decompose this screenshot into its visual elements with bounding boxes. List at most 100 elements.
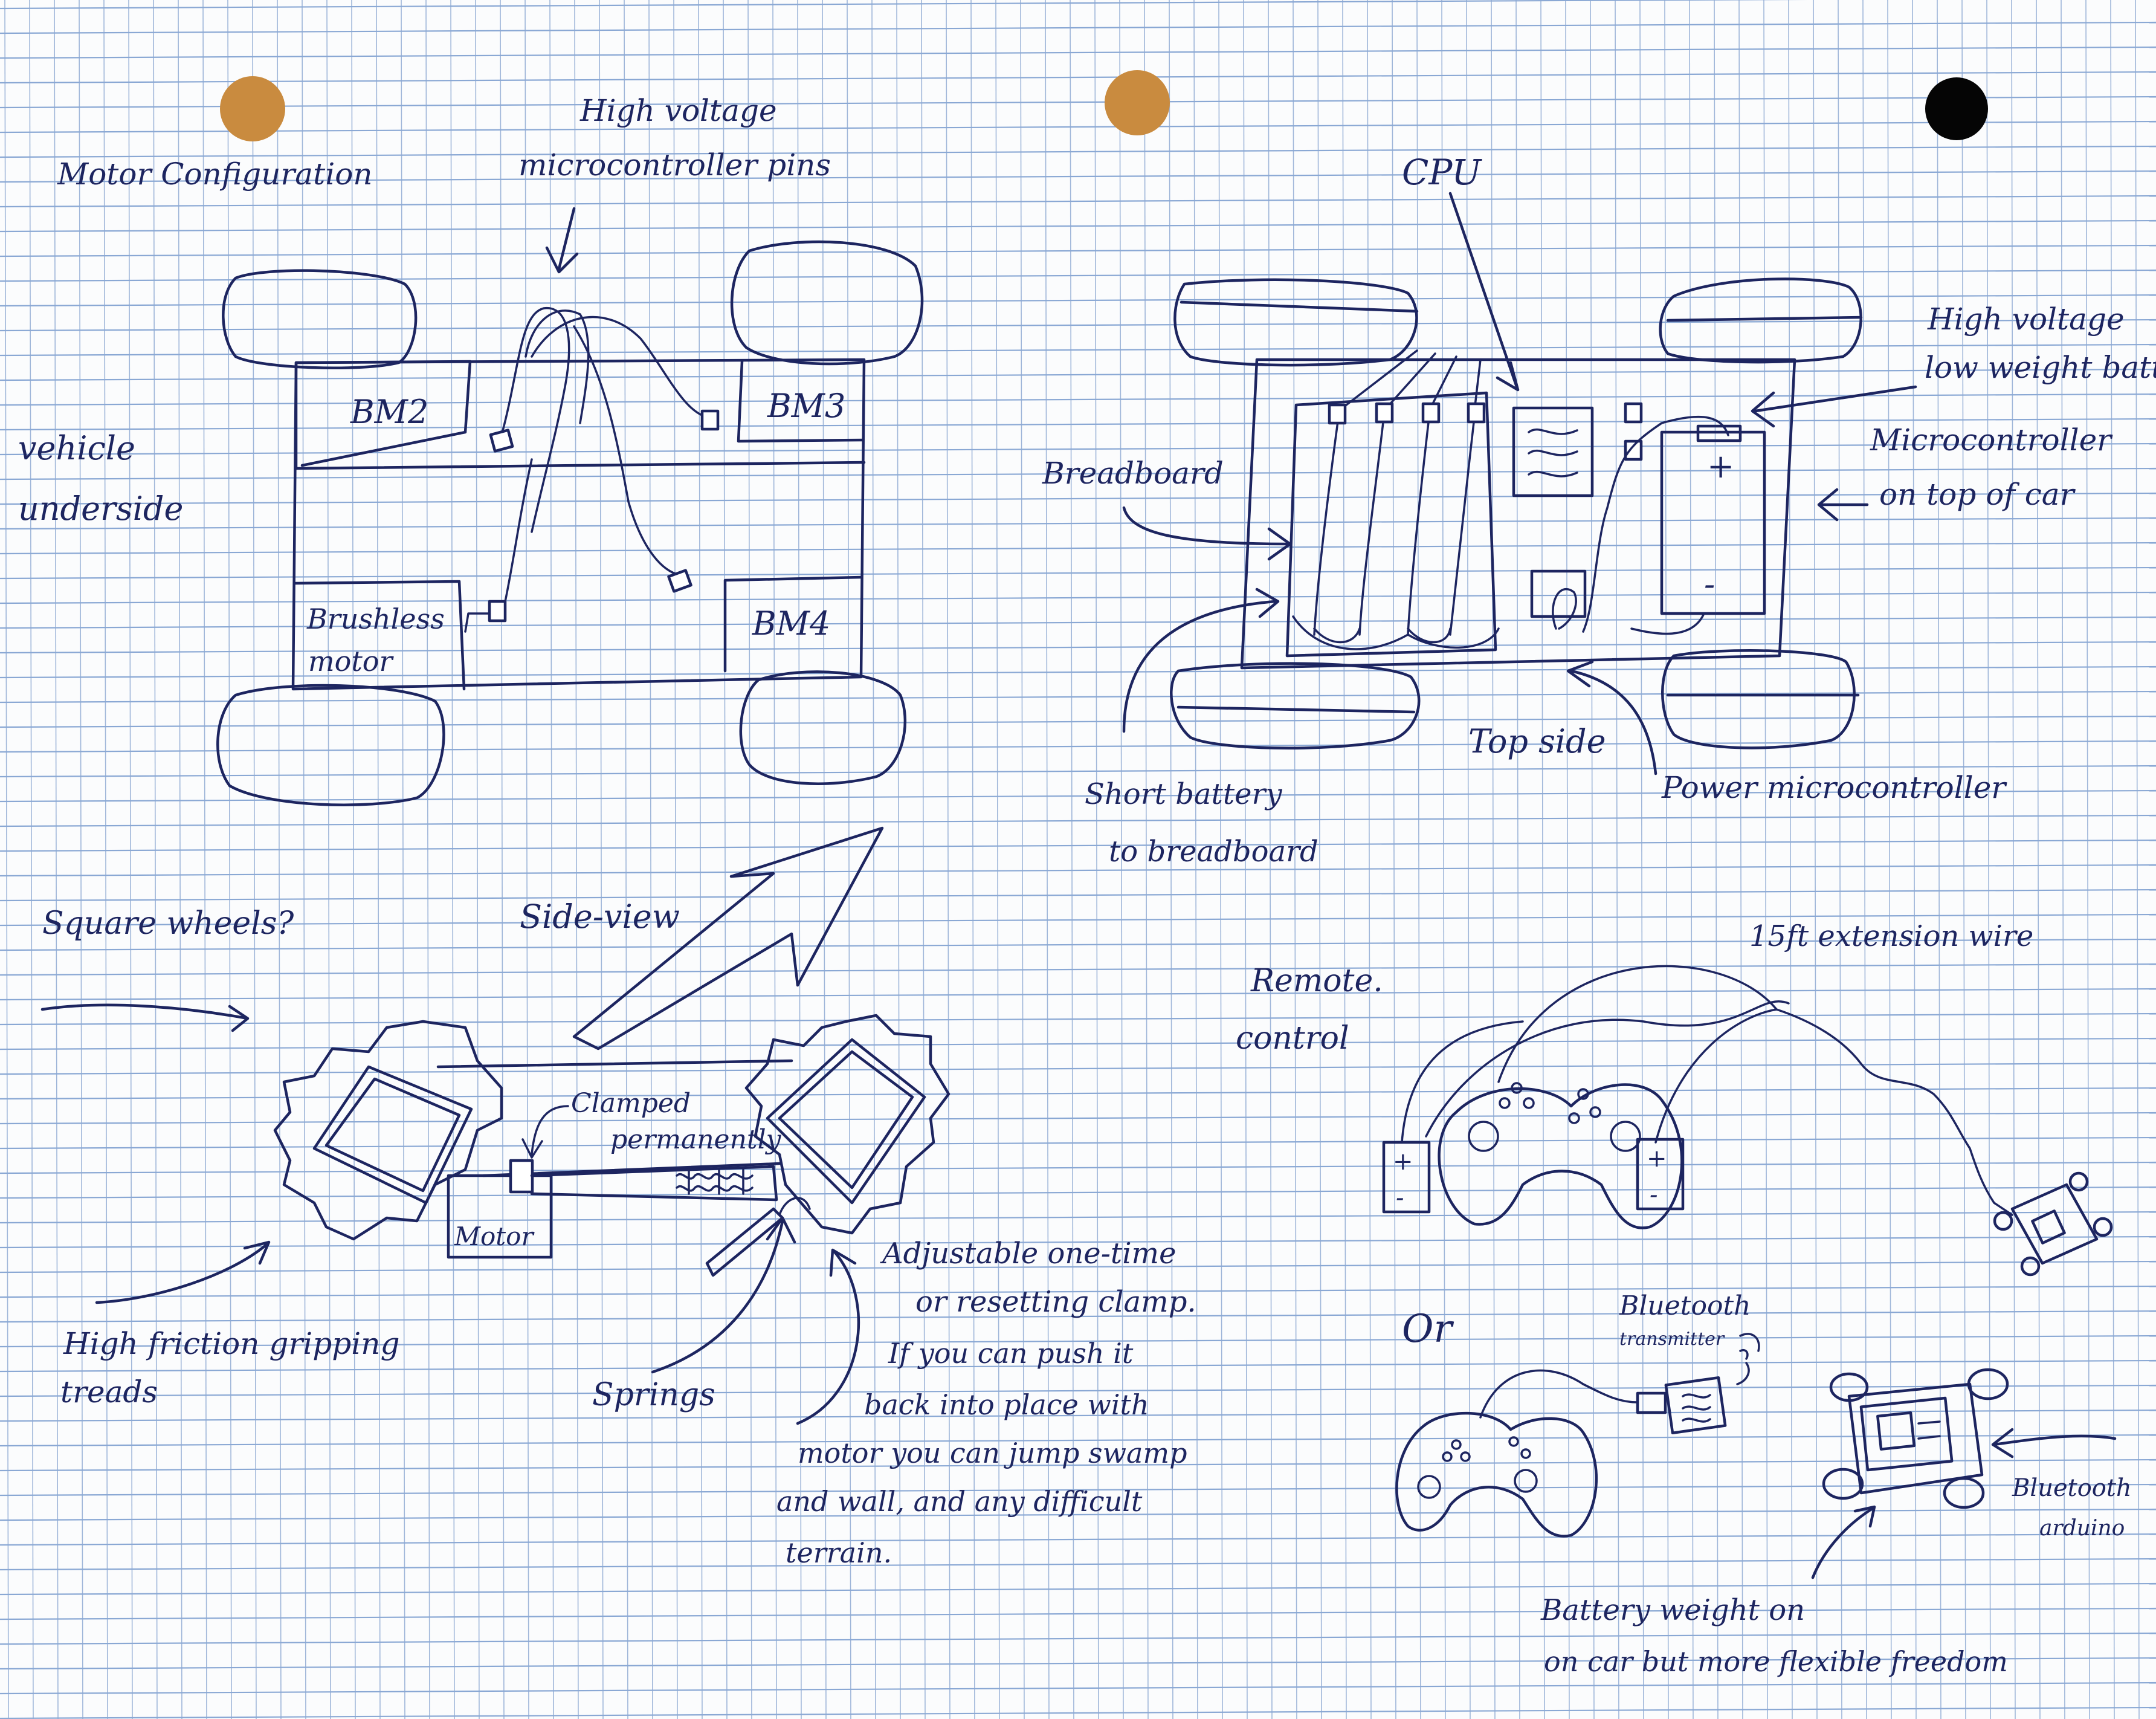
sideview-motor-label: Motor <box>454 1222 535 1251</box>
brushless-motor-label-line2: motor <box>308 645 394 678</box>
clamp-note-line1: Adjustable one-time <box>880 1237 1176 1271</box>
top-wheel-top-left <box>1175 280 1416 365</box>
grid-line-vertical <box>748 0 752 1719</box>
wired-car-wheel-4 <box>2094 1219 2111 1235</box>
battery-weight-arrow-icon <box>1813 1507 1874 1578</box>
wired-car-wheel-1 <box>1995 1212 2012 1229</box>
grid-line-horizontal <box>0 1138 2156 1148</box>
clamp-note-line3: If you can push it <box>888 1337 1134 1370</box>
clamp-note-arrow-icon <box>798 1250 859 1423</box>
grid-line-vertical <box>1714 0 1718 1719</box>
bt-car-wheel-4 <box>1945 1478 1983 1507</box>
bt-controller-cable <box>1480 1370 1638 1417</box>
grid-line-vertical <box>699 0 702 1719</box>
connector-bm2 <box>491 430 512 452</box>
treads-label-line1: High friction gripping <box>63 1326 400 1361</box>
clamped-arrow-icon <box>523 1106 568 1157</box>
grid-line-horizontal <box>0 0 2156 8</box>
underside-wheel-top-right <box>732 242 922 364</box>
extension-wire-label: 15ft extension wire <box>1749 919 2033 953</box>
clamp-note-line4: back into place with <box>864 1388 1149 1421</box>
grid-line-horizontal <box>0 221 2156 231</box>
clamp-block <box>511 1161 532 1192</box>
grid-line-horizontal <box>0 1608 2156 1619</box>
grid-line-vertical <box>2036 0 2040 1719</box>
bt-car-chip <box>1877 1413 1914 1449</box>
springs-arrow-icon <box>653 1218 795 1372</box>
or-label: Or <box>1402 1307 1454 1352</box>
wired-battery-right-plus: + <box>1647 1145 1667 1173</box>
bt-controller-stick-right <box>1515 1470 1537 1492</box>
wired-battery-left-minus: - <box>1396 1184 1404 1212</box>
brushless-motor-label-line1: Brushless <box>306 603 445 635</box>
vehicle-underside-label-line2: underside <box>18 490 183 528</box>
breadboard-wires <box>1314 417 1474 643</box>
grid-line-vertical <box>1615 0 1619 1719</box>
grid-line-vertical <box>1640 0 1644 1719</box>
grid-line-vertical <box>476 0 479 1719</box>
grid-line-horizontal <box>0 444 2156 455</box>
battery-label-line2: low weight batte <box>1925 350 2156 385</box>
top-wheel-top-left-tread <box>1181 302 1417 311</box>
grid-line-vertical <box>129 0 132 1719</box>
wired-car-wheel-3 <box>2022 1258 2039 1275</box>
sideview-body-top <box>438 1061 792 1067</box>
clamp-note-line6: and wall, and any difficult <box>776 1485 1143 1518</box>
clamp-note-line5: motor you can jump swamp <box>798 1437 1187 1469</box>
grid-line-vertical <box>773 0 776 1719</box>
grid-line-horizontal <box>0 840 2156 851</box>
remote-control-title-line2: control <box>1236 1020 1349 1057</box>
bt-controller-btn-2 <box>1443 1452 1451 1461</box>
bt-controller-btn-5 <box>1522 1449 1530 1458</box>
grid-line-horizontal <box>0 1014 2156 1025</box>
grid-line-horizontal <box>0 22 2156 33</box>
wired-controller-stick-right <box>1611 1122 1640 1151</box>
grid-line-horizontal <box>0 419 2156 430</box>
square-wheels-arrow-icon <box>42 1005 248 1031</box>
pin-wire-loops <box>502 308 707 532</box>
power-microcontroller-label: Power microcontroller <box>1661 770 2007 805</box>
grid-line-vertical <box>1417 0 1421 1719</box>
header-pin-a <box>1625 404 1641 422</box>
side-view-title: Side-view <box>520 898 680 936</box>
grid-line-vertical <box>401 0 405 1719</box>
bt-transmitter-waves <box>1683 1394 1710 1422</box>
grid-line-vertical <box>5 0 8 1719</box>
grid-line-horizontal <box>0 369 2156 380</box>
grid-line-horizontal <box>0 196 2156 207</box>
grid-line-horizontal <box>0 121 2156 132</box>
bt-car-arrow-icon <box>1993 1429 2115 1457</box>
grid-line-vertical <box>1343 0 1346 1719</box>
grid-line-horizontal <box>0 890 2156 901</box>
vehicle-underside-label-line1: vehicle <box>18 429 135 467</box>
wired-controller-btn-2 <box>1500 1098 1509 1108</box>
grid-line-vertical <box>1516 0 1520 1719</box>
high-voltage-pins-label-line1: High voltage <box>579 93 777 128</box>
square-wheels-label: Square wheels? <box>42 905 294 942</box>
grid-line-vertical <box>1665 0 1668 1719</box>
grid-line-horizontal <box>0 1584 2156 1594</box>
wired-car-body <box>2012 1185 2097 1263</box>
grid-line-vertical <box>2111 0 2114 1719</box>
bt-controller-stick-left <box>1418 1476 1440 1498</box>
grid-line-horizontal <box>0 1559 2156 1570</box>
grid-line-horizontal <box>0 1038 2156 1049</box>
bt-transmitter-plug <box>1638 1393 1665 1413</box>
wired-controller-outline <box>1439 1085 1682 1228</box>
grid-line-horizontal <box>0 1088 2156 1099</box>
grid-line-vertical <box>2086 0 2090 1719</box>
bt-controller-outline <box>1396 1413 1596 1536</box>
top-wheel-top-right-tread <box>1668 317 1861 320</box>
high-voltage-pins-label-line2: microcontroller pins <box>518 147 831 183</box>
mcu-label-line2: on top of car <box>1879 477 2076 512</box>
sideview-wheel-left <box>275 1021 502 1239</box>
connector-brushless <box>489 601 505 621</box>
grid-line-vertical <box>104 0 108 1719</box>
grid-line-vertical <box>253 0 256 1719</box>
grid-line-vertical <box>525 0 529 1719</box>
grid-line-horizontal <box>0 568 2156 578</box>
breadboard-pin-2 <box>1377 404 1392 422</box>
grid-line-vertical <box>228 0 231 1719</box>
grid-line-horizontal <box>0 320 2156 331</box>
